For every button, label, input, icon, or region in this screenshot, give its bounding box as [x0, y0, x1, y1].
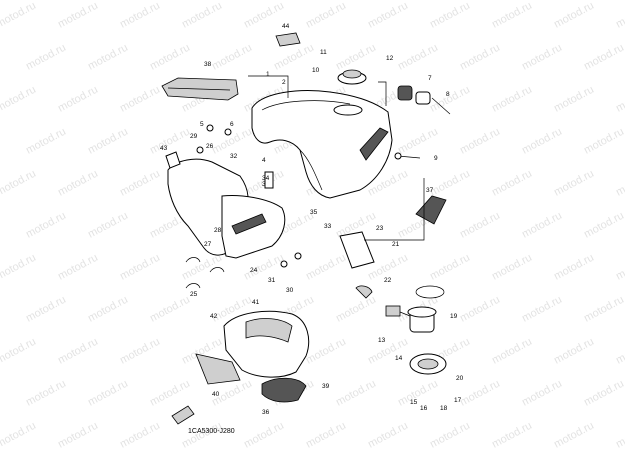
callout-44: 44: [282, 23, 290, 30]
callout-20: 20: [456, 375, 464, 382]
part-30-31-bolts: [280, 252, 302, 268]
callout-22: 22: [384, 277, 392, 284]
callout-19: 19: [450, 313, 458, 320]
part-5-6-bolts: [196, 124, 232, 154]
callout-27: 27: [204, 241, 212, 248]
part-22-clamp: [355, 285, 373, 299]
callout-17: 17: [454, 397, 462, 404]
part-14-plate: [409, 353, 447, 375]
drawing-code: 1CA5300-J280: [188, 428, 235, 435]
callout-9: 9: [434, 155, 438, 162]
part-10-fuel-cap: [337, 69, 367, 85]
callout-43: 43: [160, 145, 168, 152]
callout-32: 32: [230, 153, 238, 160]
callout-35: 35: [310, 209, 318, 216]
callout-5: 5: [200, 121, 204, 128]
callout-36: 36: [262, 409, 270, 416]
callout-38: 38: [204, 61, 212, 68]
part-39-36-pad: [261, 377, 307, 403]
part-25-clips: [185, 257, 225, 289]
callout-33: 33: [324, 223, 332, 230]
callout-2: 2: [282, 79, 286, 86]
callout-21: 21: [392, 241, 400, 248]
callout-28: 28: [214, 227, 222, 234]
callout-24: 24: [250, 267, 258, 274]
callout-34: 34: [262, 175, 270, 182]
callout-39: 39: [322, 383, 330, 390]
callout-26: 26: [206, 143, 214, 150]
callout-16: 16: [420, 405, 428, 412]
part-24-side-cover: [167, 158, 286, 259]
callout-31: 31: [268, 277, 276, 284]
part-19-gasket: [415, 285, 445, 299]
callout-1: 1: [266, 71, 270, 78]
part-41-42-cover: [223, 310, 310, 378]
leader-lines: [248, 75, 425, 241]
part-44-tag: [275, 32, 301, 47]
part-13-fuel-pump: [385, 305, 437, 333]
callout-3: 3: [262, 181, 266, 188]
part-3-bracket: [264, 171, 274, 189]
callout-6: 6: [230, 121, 234, 128]
part-21-bracket: [339, 231, 375, 269]
part-37-pad: [415, 195, 447, 225]
callout-40: 40: [212, 391, 220, 398]
front-direction-icon: [171, 405, 195, 425]
callout-11: 11: [320, 49, 327, 56]
callout-15: 15: [410, 399, 418, 406]
callout-23: 23: [376, 225, 384, 232]
callout-8: 8: [446, 91, 450, 98]
callout-13: 13: [378, 337, 386, 344]
callout-18: 18: [440, 405, 448, 412]
callout-4: 4: [262, 157, 266, 164]
part-1-fuel-tank: [251, 90, 393, 199]
callout-12: 12: [386, 55, 394, 62]
part-9-bolt: [394, 152, 421, 160]
callout-10: 10: [312, 67, 320, 74]
part-43-clip: [165, 151, 181, 169]
part-40-pad: [195, 353, 241, 385]
callout-41: 41: [252, 299, 260, 306]
callout-42: 42: [210, 313, 218, 320]
callout-30: 30: [286, 287, 294, 294]
part-38-pad: [161, 77, 239, 101]
callout-25: 25: [190, 291, 198, 298]
callout-29: 29: [190, 133, 198, 140]
callout-7: 7: [428, 75, 432, 82]
callout-37: 37: [426, 187, 434, 194]
callout-14: 14: [395, 355, 403, 362]
part-7-damper: [397, 85, 451, 115]
